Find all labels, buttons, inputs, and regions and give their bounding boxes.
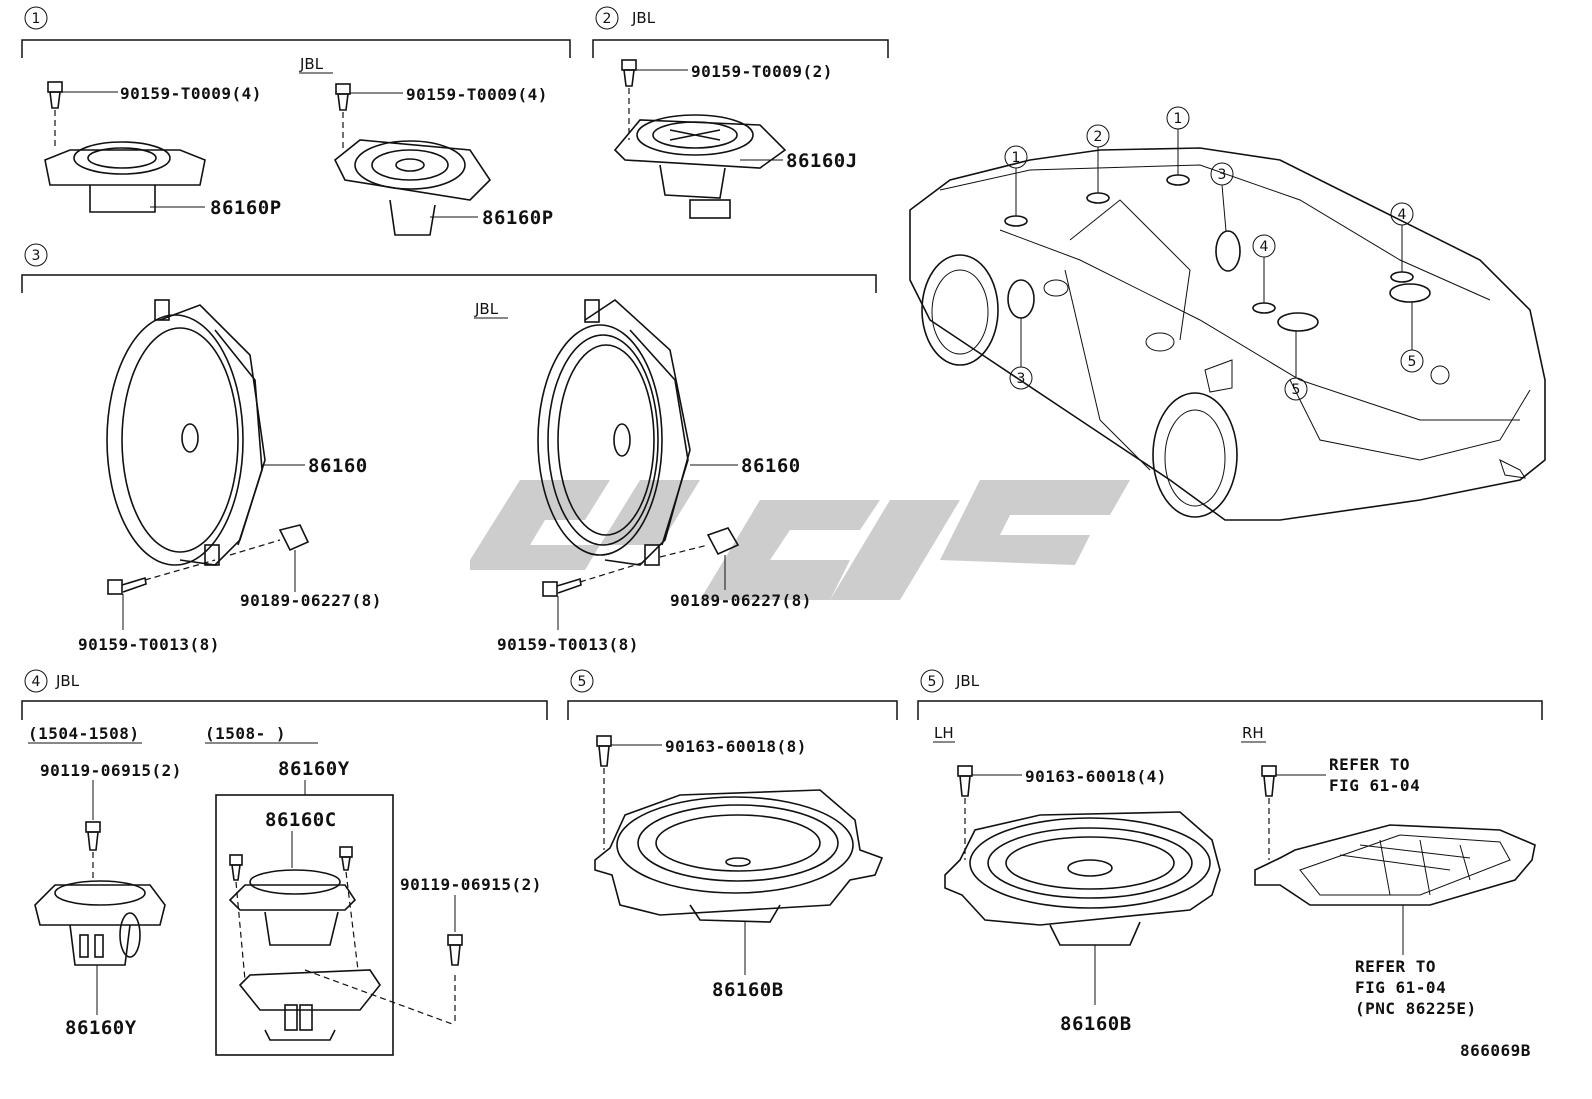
bolt-icon xyxy=(447,934,463,966)
figure-code: 866069B xyxy=(1460,1041,1531,1060)
bolt-icon xyxy=(1261,765,1277,797)
part-number-label: 86160J xyxy=(786,150,858,172)
jbl-label: JBL xyxy=(474,300,499,318)
screw-icon xyxy=(542,577,582,597)
part-number-label: 90159-T0009(4) xyxy=(120,84,262,103)
section-4: 4 JBL (1504-1508) (1508- ) 90119-06915(2… xyxy=(21,669,548,1056)
callout-number: 4 xyxy=(1260,239,1269,255)
jbl-door-speaker-icon xyxy=(537,298,691,566)
section-number: 3 xyxy=(32,248,41,264)
callout-number: 2 xyxy=(1094,129,1103,145)
bolt-icon xyxy=(596,735,612,767)
jbl-label: JBL xyxy=(955,672,980,690)
part-number-label: 86160 xyxy=(741,455,801,477)
section-2: 2 JBL 90159-T0009(2) 86160J xyxy=(592,6,889,219)
tweeter-speaker-icon xyxy=(34,880,166,966)
part-number-label: 86160C xyxy=(265,809,337,831)
production-date-label: (1508- ) xyxy=(205,724,286,743)
section-number-circle xyxy=(920,669,944,693)
callout-number: 5 xyxy=(1292,382,1301,398)
section-number: 4 xyxy=(32,674,41,690)
production-date-label: (1504-1508) xyxy=(28,724,139,743)
section-number-circle xyxy=(570,669,594,693)
section-bracket xyxy=(592,39,889,58)
section-3: 3 JBL 86160 90189-06227(8) 90159-T0013(8… xyxy=(21,243,877,654)
reference-note: (PNC 86225E) xyxy=(1355,999,1477,1018)
jbl-oval-speaker-icon xyxy=(944,811,1221,946)
tweeter-speaker-icon xyxy=(44,141,206,213)
jbl-tweeter-speaker-icon xyxy=(613,114,787,219)
part-number-label: 86160P xyxy=(210,197,282,219)
callout-number: 3 xyxy=(1017,371,1026,387)
part-number-label: 86160 xyxy=(308,455,368,477)
jbl-tweeter-speaker-icon xyxy=(333,139,492,236)
bolt-icon xyxy=(621,59,637,87)
section-number: 5 xyxy=(578,674,587,690)
section-5-standard: 5 90163-60018(8) 86160B xyxy=(567,669,898,1001)
jbl-tweeter-speaker-icon xyxy=(228,846,381,1041)
part-number-label: 90119-06915(2) xyxy=(400,875,542,894)
part-number-label: 90189-06227(8) xyxy=(670,591,812,610)
bolt-icon xyxy=(47,81,63,109)
section-bracket xyxy=(917,700,1543,720)
part-number-label: 86160B xyxy=(712,979,784,1001)
side-label-lh: LH xyxy=(934,724,954,742)
part-number-label: 86160Y xyxy=(278,758,350,780)
part-number-label: 90189-06227(8) xyxy=(240,591,382,610)
part-number-label: 90163-60018(4) xyxy=(1025,767,1167,786)
reference-note: FIG 61-04 xyxy=(1329,776,1420,795)
part-number-label: 90159-T0009(2) xyxy=(691,62,833,81)
section-bracket xyxy=(567,700,898,720)
section-number-circle xyxy=(24,669,48,693)
callout-number: 5 xyxy=(1408,354,1417,370)
callout-number: 4 xyxy=(1398,207,1407,223)
section-5-jbl: 5 JBL LH RH 90163-60018(4) 86160B xyxy=(917,669,1543,1035)
section-number: 2 xyxy=(603,11,612,27)
part-number-label: 90163-60018(8) xyxy=(665,737,807,756)
assembly-box xyxy=(215,794,394,1056)
screw-icon xyxy=(107,576,147,595)
part-number-label: 86160Y xyxy=(65,1017,137,1039)
clip-icon xyxy=(706,527,740,556)
section-number-circle xyxy=(595,6,619,30)
part-number-label: 90159-T0009(4) xyxy=(406,85,548,104)
section-bracket xyxy=(21,39,571,58)
speaker-bracket-icon xyxy=(1254,824,1536,906)
part-number-label: 86160P xyxy=(482,207,554,229)
section-number: 1 xyxy=(32,11,41,27)
section-number: 5 xyxy=(928,674,937,690)
jbl-label: JBL xyxy=(55,672,80,690)
bolt-icon xyxy=(85,821,101,851)
jbl-label: JBL xyxy=(299,55,324,73)
vehicle-location-view: 1 2 1 3 4 4 3 5 5 xyxy=(909,106,1546,521)
callout-number: 1 xyxy=(1174,111,1183,127)
part-number-label: 86160B xyxy=(1060,1013,1132,1035)
section-bracket xyxy=(21,274,877,293)
section-number-circle xyxy=(24,243,48,267)
reference-note: REFER TO xyxy=(1355,957,1436,976)
callout-number: 3 xyxy=(1218,167,1227,183)
clip-icon xyxy=(278,524,310,552)
side-label-rh: RH xyxy=(1242,724,1264,742)
section-bracket xyxy=(21,700,548,720)
oval-speaker-icon xyxy=(594,789,884,923)
bolt-icon xyxy=(335,83,351,111)
part-number-label: 90159-T0013(8) xyxy=(78,635,220,654)
part-number-label: 90119-06915(2) xyxy=(40,761,182,780)
bolt-icon xyxy=(957,765,973,797)
reference-note: FIG 61-04 xyxy=(1355,978,1446,997)
part-number-label: 90159-T0013(8) xyxy=(497,635,639,654)
callout-number: 1 xyxy=(1012,150,1021,166)
section-number-circle xyxy=(24,6,48,30)
jbl-label: JBL xyxy=(631,9,656,27)
door-speaker-icon xyxy=(106,299,266,566)
watermark-logo xyxy=(470,480,1130,600)
reference-note: REFER TO xyxy=(1329,755,1410,774)
section-1: 1 90159-T0009(4) 86160P JBL 90159-T0009(… xyxy=(21,6,571,236)
